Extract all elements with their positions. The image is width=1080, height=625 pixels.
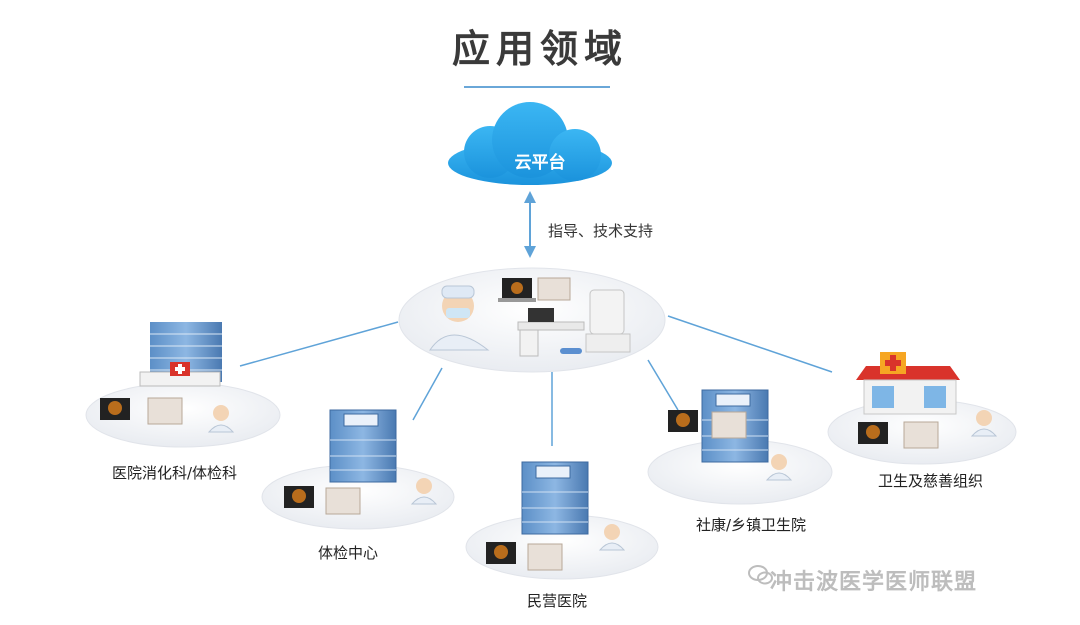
doctor-icon xyxy=(416,478,432,494)
label-hospital-gastro: 医院消化科/体检科 xyxy=(112,464,238,482)
building-icon xyxy=(521,461,589,535)
laptop-icon xyxy=(498,278,536,302)
central-hub xyxy=(398,267,666,373)
doctor-icon xyxy=(213,405,229,421)
workstation-icon xyxy=(517,308,585,357)
label-health-center: 体检中心 xyxy=(318,544,379,562)
node-health-center xyxy=(261,409,455,530)
connector-lines xyxy=(239,315,833,446)
label-community: 社康/乡镇卫生院 xyxy=(696,516,807,534)
cloud-platform-shape xyxy=(448,102,612,185)
doctor-icon xyxy=(429,285,490,351)
building-icon xyxy=(329,409,397,483)
wechat-icon xyxy=(748,565,773,585)
device-box-icon xyxy=(147,397,183,425)
label-private-hospital: 民营医院 xyxy=(527,592,588,610)
doctor-icon xyxy=(604,524,620,540)
device-box-icon xyxy=(537,277,571,301)
node-community xyxy=(647,389,833,505)
device-box-icon xyxy=(325,487,361,515)
exam-chair-icon xyxy=(585,289,631,353)
node-hospital-gastro xyxy=(85,322,281,448)
device-box-icon xyxy=(527,543,563,571)
clinic-building-icon xyxy=(856,352,960,415)
device-box-icon xyxy=(711,411,747,439)
title-underline xyxy=(464,86,610,88)
node-charity xyxy=(827,352,1017,465)
support-link-label: 指导、技术支持 xyxy=(548,222,654,240)
hospital-building-icon xyxy=(139,322,222,387)
doctor-icon xyxy=(976,410,992,426)
watermark-text: 冲击波医学医师联盟 xyxy=(770,570,978,595)
node-private-hospital xyxy=(465,461,659,580)
label-charity: 卫生及慈善组织 xyxy=(878,472,984,490)
page-title: 应用领域 xyxy=(451,27,628,71)
device-box-icon xyxy=(903,421,939,449)
doctor-icon xyxy=(771,454,787,470)
cloud-platform-label: 云平台 xyxy=(514,153,566,173)
